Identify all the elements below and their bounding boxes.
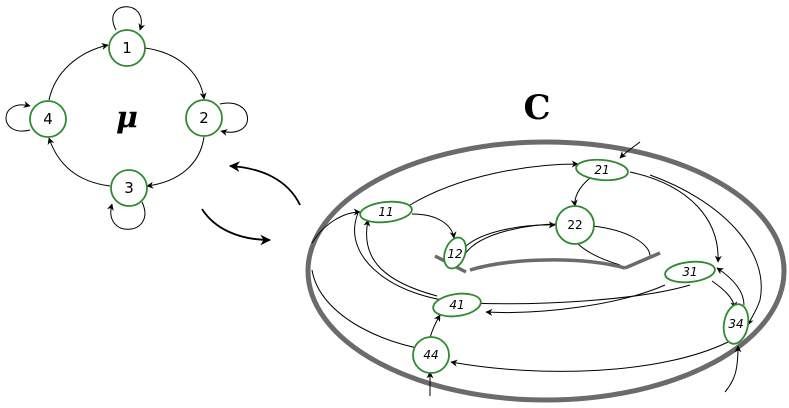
edge-3-4 — [47, 137, 111, 187]
arrow-to-c — [201, 208, 272, 246]
mu-node-2: 2 — [185, 99, 223, 137]
torus-node-12: 12 — [443, 236, 467, 270]
loop-3 — [106, 201, 146, 230]
edge-41-11 — [363, 219, 438, 297]
torus-hole-right-rim — [624, 251, 661, 270]
svg-text:22: 22 — [567, 218, 582, 232]
mu-label: μ — [116, 101, 138, 136]
torus-node-41: 41 — [432, 292, 482, 318]
mu-node-4: 4 — [29, 100, 67, 138]
mu-node-1: 1 — [108, 29, 146, 67]
edge-bottom-34 — [724, 345, 742, 393]
loop-2 — [219, 102, 248, 136]
edge-12-22 — [465, 221, 556, 247]
edge-4-1 — [48, 43, 109, 101]
torus-graph: C 11 — [305, 88, 787, 403]
mu-node-3: 3 — [110, 169, 148, 207]
svg-text:4: 4 — [43, 110, 53, 128]
svg-text:41: 41 — [449, 298, 464, 312]
torus-node-44: 44 — [412, 336, 450, 374]
torus-node-21: 21 — [575, 158, 629, 182]
edge-11-12 — [411, 213, 457, 239]
torus-contour-hole-right — [591, 225, 651, 257]
torus-node-31: 31 — [664, 260, 716, 284]
svg-text:34: 34 — [728, 317, 743, 331]
edge-31-34 — [711, 280, 738, 309]
torus-node-11: 11 — [359, 200, 413, 224]
svg-text:12: 12 — [447, 247, 462, 261]
torus-contour-hole-bottom — [577, 243, 621, 266]
edge-top-21 — [619, 141, 641, 159]
edge-21-22 — [570, 177, 591, 207]
edge-34-44 — [450, 341, 729, 372]
edge-34-31 — [716, 267, 745, 306]
svg-text:44: 44 — [423, 348, 438, 362]
edge-11-21 — [409, 160, 579, 206]
svg-text:2: 2 — [199, 109, 209, 127]
edge-left-11 — [311, 208, 361, 244]
arrow-to-mu — [228, 161, 301, 206]
edge-2-3 — [146, 136, 205, 189]
c-label: C — [523, 88, 550, 128]
svg-text:1: 1 — [122, 39, 132, 57]
edge-21-31 — [629, 171, 722, 263]
svg-text:21: 21 — [594, 163, 609, 177]
torus-node-22: 22 — [555, 205, 595, 245]
svg-text:31: 31 — [682, 265, 697, 279]
torus-hole-front — [469, 258, 626, 272]
loop-4 — [5, 101, 31, 132]
edge-outer-right — [649, 174, 762, 326]
loop-1 — [112, 6, 146, 31]
edge-31-41 — [485, 284, 666, 316]
mu-graph: 1 2 3 4 μ — [5, 6, 248, 230]
svg-text:11: 11 — [378, 205, 393, 219]
svg-text:3: 3 — [124, 179, 134, 197]
edge-44-41 — [429, 314, 441, 339]
edge-1-2 — [144, 47, 207, 100]
torus-node-34: 34 — [722, 303, 750, 345]
torus-outline — [305, 139, 787, 403]
